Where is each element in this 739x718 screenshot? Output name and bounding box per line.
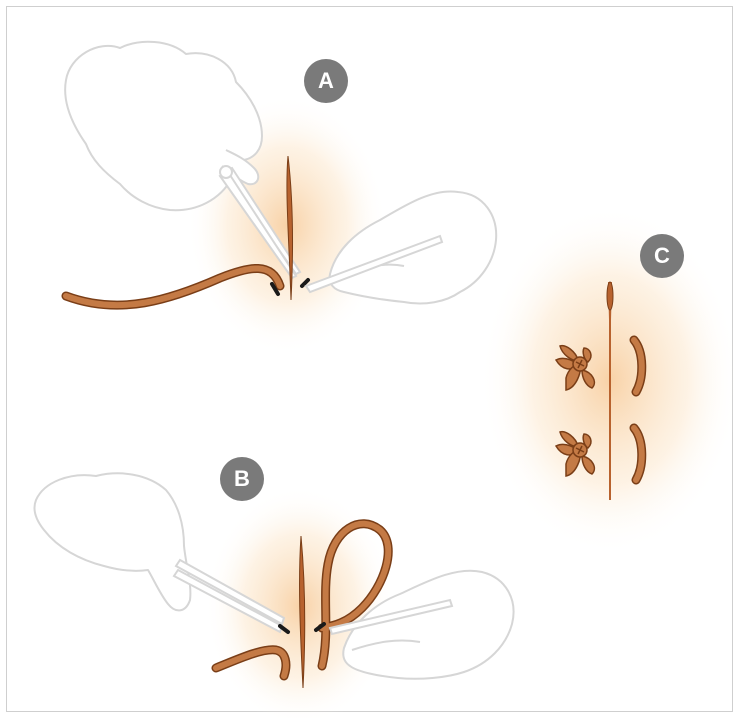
step-badge-c: C [640, 234, 684, 278]
panel-b [34, 473, 513, 718]
hand-icon [34, 473, 190, 610]
incision-tip [607, 282, 613, 310]
step-badge-a: A [304, 59, 348, 103]
panel-a [65, 42, 496, 355]
panel-c [480, 205, 739, 555]
step-badge-b: B [220, 457, 264, 501]
